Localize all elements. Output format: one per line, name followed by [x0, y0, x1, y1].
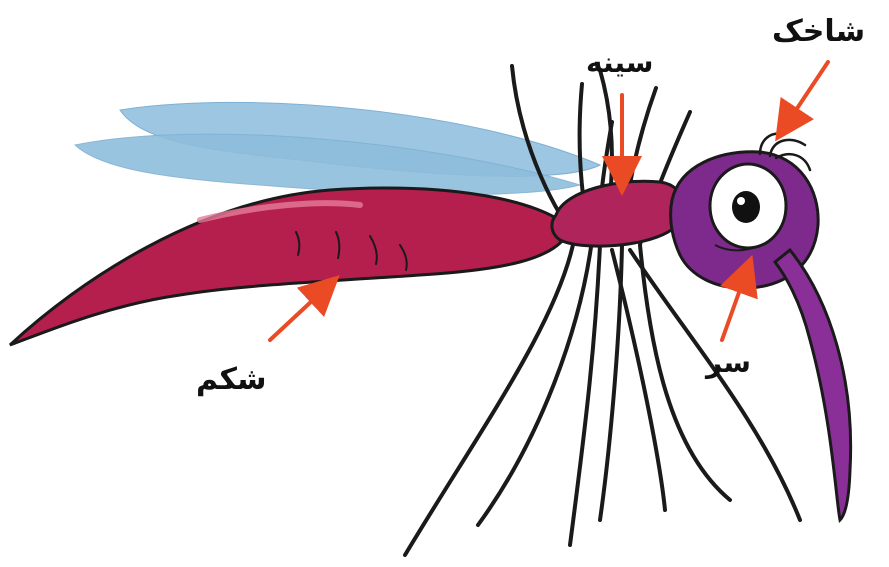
thorax [552, 181, 684, 246]
label-antenna: شاخک [772, 14, 865, 49]
label-abdomen: شکم [196, 362, 266, 397]
label-head: سر [706, 346, 751, 379]
arrow-abdomen [270, 286, 328, 340]
label-thorax: سینه [586, 46, 653, 79]
pupil [732, 191, 760, 223]
proboscis [775, 250, 851, 520]
arrow-antenna [784, 62, 828, 128]
thorax-body [552, 181, 684, 246]
